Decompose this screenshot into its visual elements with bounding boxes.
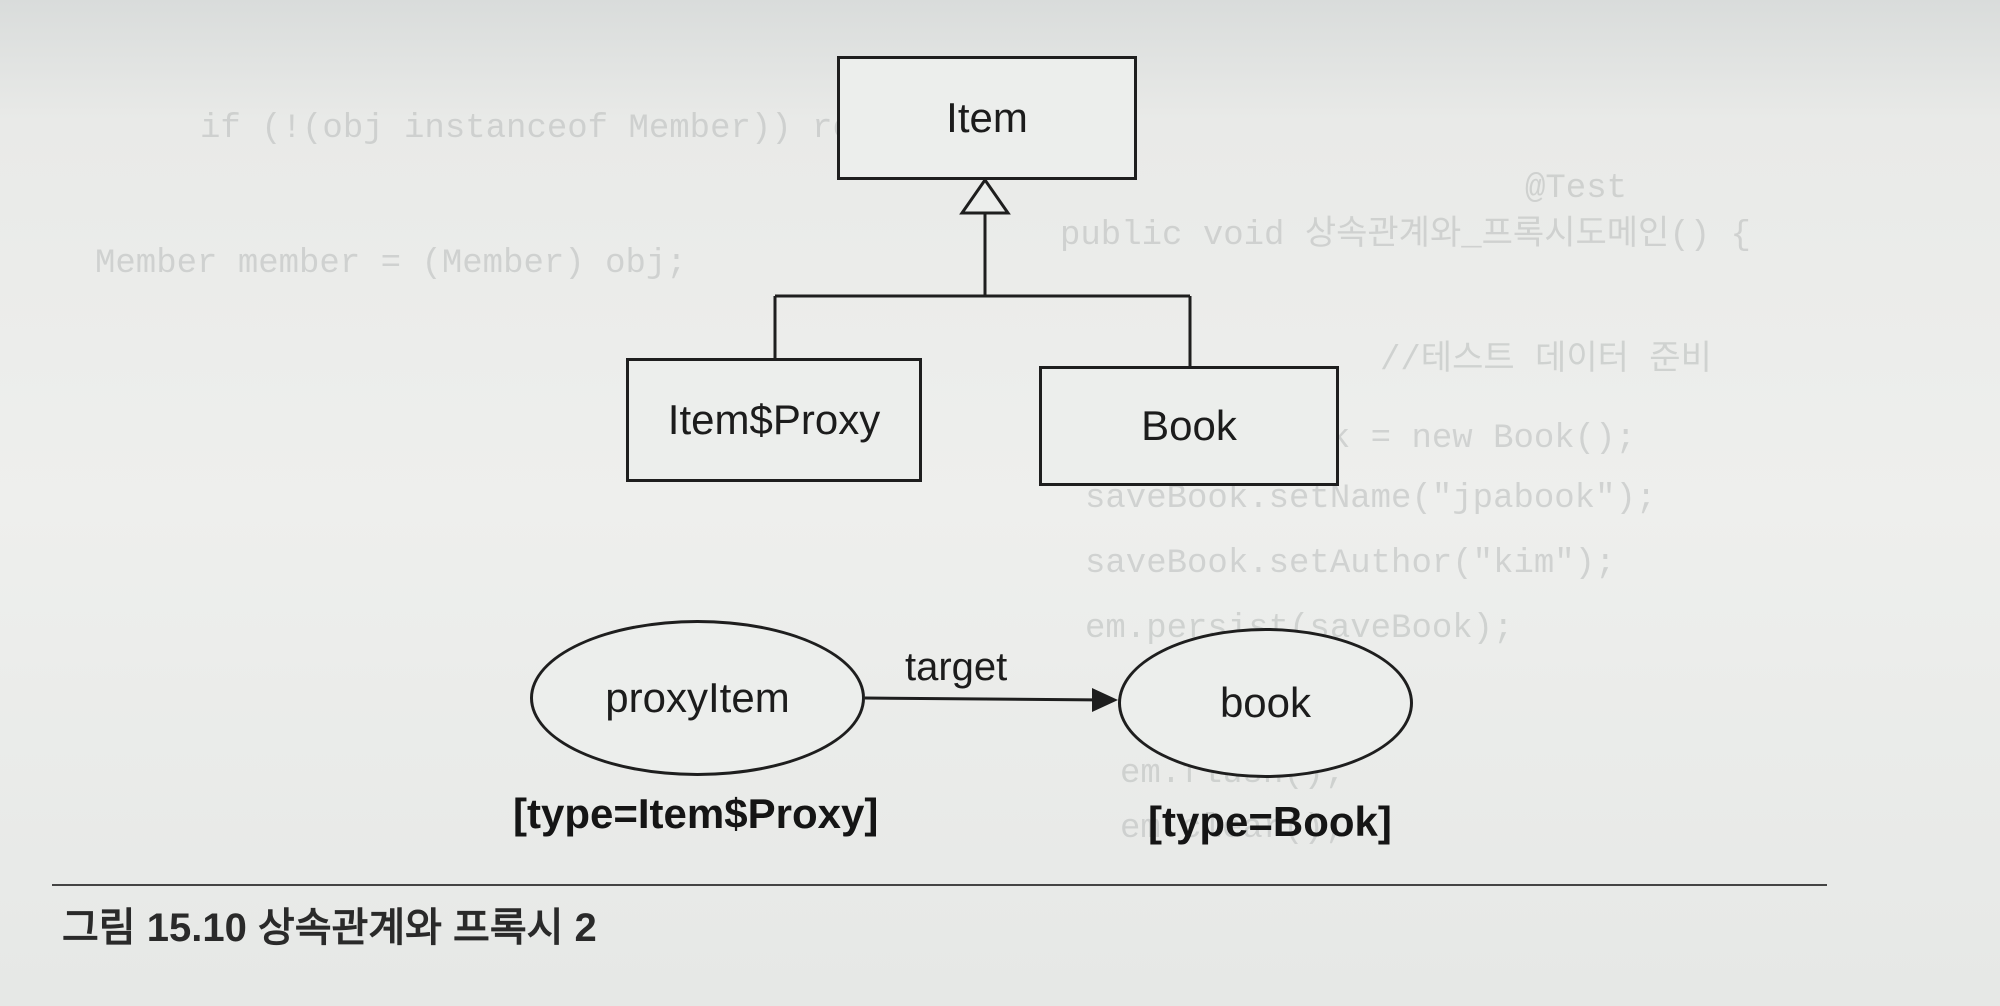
target-arrowhead-icon [1092, 688, 1118, 712]
item-class-box: Item [837, 56, 1137, 180]
book-class-box: Book [1039, 366, 1339, 486]
background-code-line: saveBook.setAuthor("kim"); [1085, 545, 1616, 583]
background-code-line: em.clear(); [1120, 810, 1345, 848]
proxy-item-instance-label: proxyItem [605, 674, 790, 721]
proxy-item-type-label: [type=Item$Proxy] [513, 790, 879, 837]
book-type-label: [type=Book] [1148, 798, 1392, 845]
background-code-line: //테스트 데이터 준비 [1380, 342, 1712, 380]
figure-caption: 그림 15.10 상속관계와 프록시 2 [62, 906, 597, 950]
background-code-line: saveBook.setName("jpabook"); [1085, 480, 1657, 518]
background-code-line: Member member = (Member) obj; [95, 245, 687, 283]
inheritance-arrowhead-icon [959, 177, 1011, 215]
book-instance-label: book [1219, 679, 1312, 726]
book-class-label: Book [1141, 402, 1237, 449]
target-edge-label: target [905, 645, 1008, 689]
background-code-line: @Test [1525, 170, 1628, 208]
item-proxy-class-label: Item$Proxy [667, 396, 881, 443]
background-code-line: public void 상속관계와_프록시도메인() { [1060, 217, 1751, 255]
caption-divider [52, 884, 1827, 886]
item-class-label: Item [946, 94, 1028, 141]
proxy-item-instance-ellipse: proxyItem [530, 620, 865, 776]
book-instance-ellipse: book [1118, 628, 1413, 778]
target-arrow-line [864, 696, 1109, 702]
item-proxy-class-box: Item$Proxy [626, 358, 922, 482]
